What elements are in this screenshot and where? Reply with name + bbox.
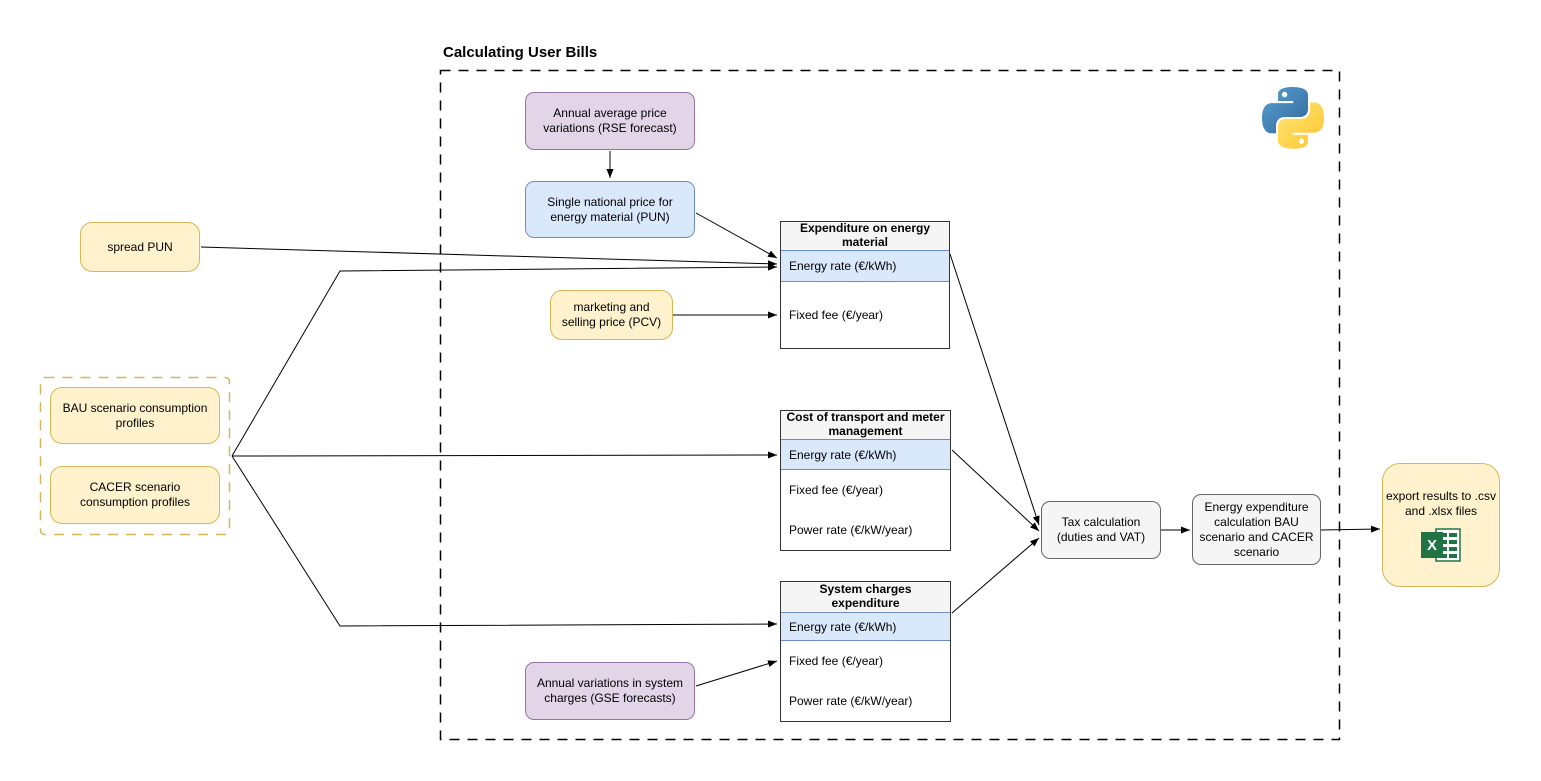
table-row-power-rate: Power rate (€/kW/year): [789, 523, 913, 537]
python-logo-icon: [1262, 87, 1324, 149]
table-system-charges: System charges expenditure Energy rate (…: [780, 581, 951, 722]
arrow-calc-to-export: [1320, 525, 1381, 533]
arrow-spreadpun-to-energy-rate-1: [200, 246, 778, 268]
arrow-profiles-to-energy-rate-1: [231, 263, 778, 457]
table-header: System charges expenditure: [781, 582, 950, 612]
svg-text:X: X: [1427, 537, 1437, 554]
node-cacer-profiles: CACER scenario consumption profiles: [50, 466, 220, 524]
diagram-title: Calculating User Bills: [443, 44, 598, 61]
node-tax-calculation: Tax calculation (duties and VAT): [1041, 501, 1161, 559]
arrow-pun-to-energy-rate-1: [695, 212, 778, 259]
node-export-results: export results to .csv and .xlsx files X: [1382, 463, 1500, 587]
node-gse-forecasts: Annual variations in system charges (GSE…: [525, 662, 695, 720]
table-row-fixed-fee: Fixed fee (€/year): [789, 654, 884, 668]
node-spread-pun: spread PUN: [80, 222, 200, 272]
table-row-fixed-fee: Fixed fee (€/year): [789, 308, 884, 322]
table-expenditure-energy-material: Expenditure on energy material Energy ra…: [780, 221, 950, 349]
table-row-energy-rate: Energy rate (€/kWh): [781, 439, 950, 470]
table-cost-transport-meter: Cost of transport and meter management E…: [780, 410, 951, 551]
arrow-gse-to-fixed-fee-3: [695, 660, 778, 687]
export-results-label: export results to .csv and .xlsx files: [1385, 488, 1497, 518]
table-row-fixed-fee: Fixed fee (€/year): [789, 483, 884, 497]
arrow-table3-to-tax: [951, 537, 1040, 614]
table-header: Expenditure on energy material: [781, 221, 949, 250]
arrow-profiles-to-energy-rate-2: [231, 451, 778, 459]
node-pun: Single national price for energy materia…: [525, 181, 695, 238]
table-header: Cost of transport and meter management: [781, 410, 950, 439]
table-row-energy-rate: Energy rate (€/kWh): [781, 612, 950, 641]
excel-icon: X: [1421, 527, 1461, 562]
node-energy-expenditure-calculation: Energy expenditure calculation BAU scena…: [1192, 494, 1321, 565]
node-bau-profiles: BAU scenario consumption profiles: [50, 387, 220, 444]
node-rse-forecast: Annual average price variations (RSE for…: [525, 92, 695, 150]
arrow-table1-to-tax: [949, 253, 1040, 526]
arrow-profiles-to-energy-rate-3: [231, 455, 778, 628]
table-row-energy-rate: Energy rate (€/kWh): [781, 250, 949, 282]
node-pcv: marketing and selling price (PCV): [550, 290, 673, 340]
table-row-power-rate: Power rate (€/kW/year): [789, 694, 913, 708]
arrow-table2-to-tax: [951, 449, 1040, 532]
